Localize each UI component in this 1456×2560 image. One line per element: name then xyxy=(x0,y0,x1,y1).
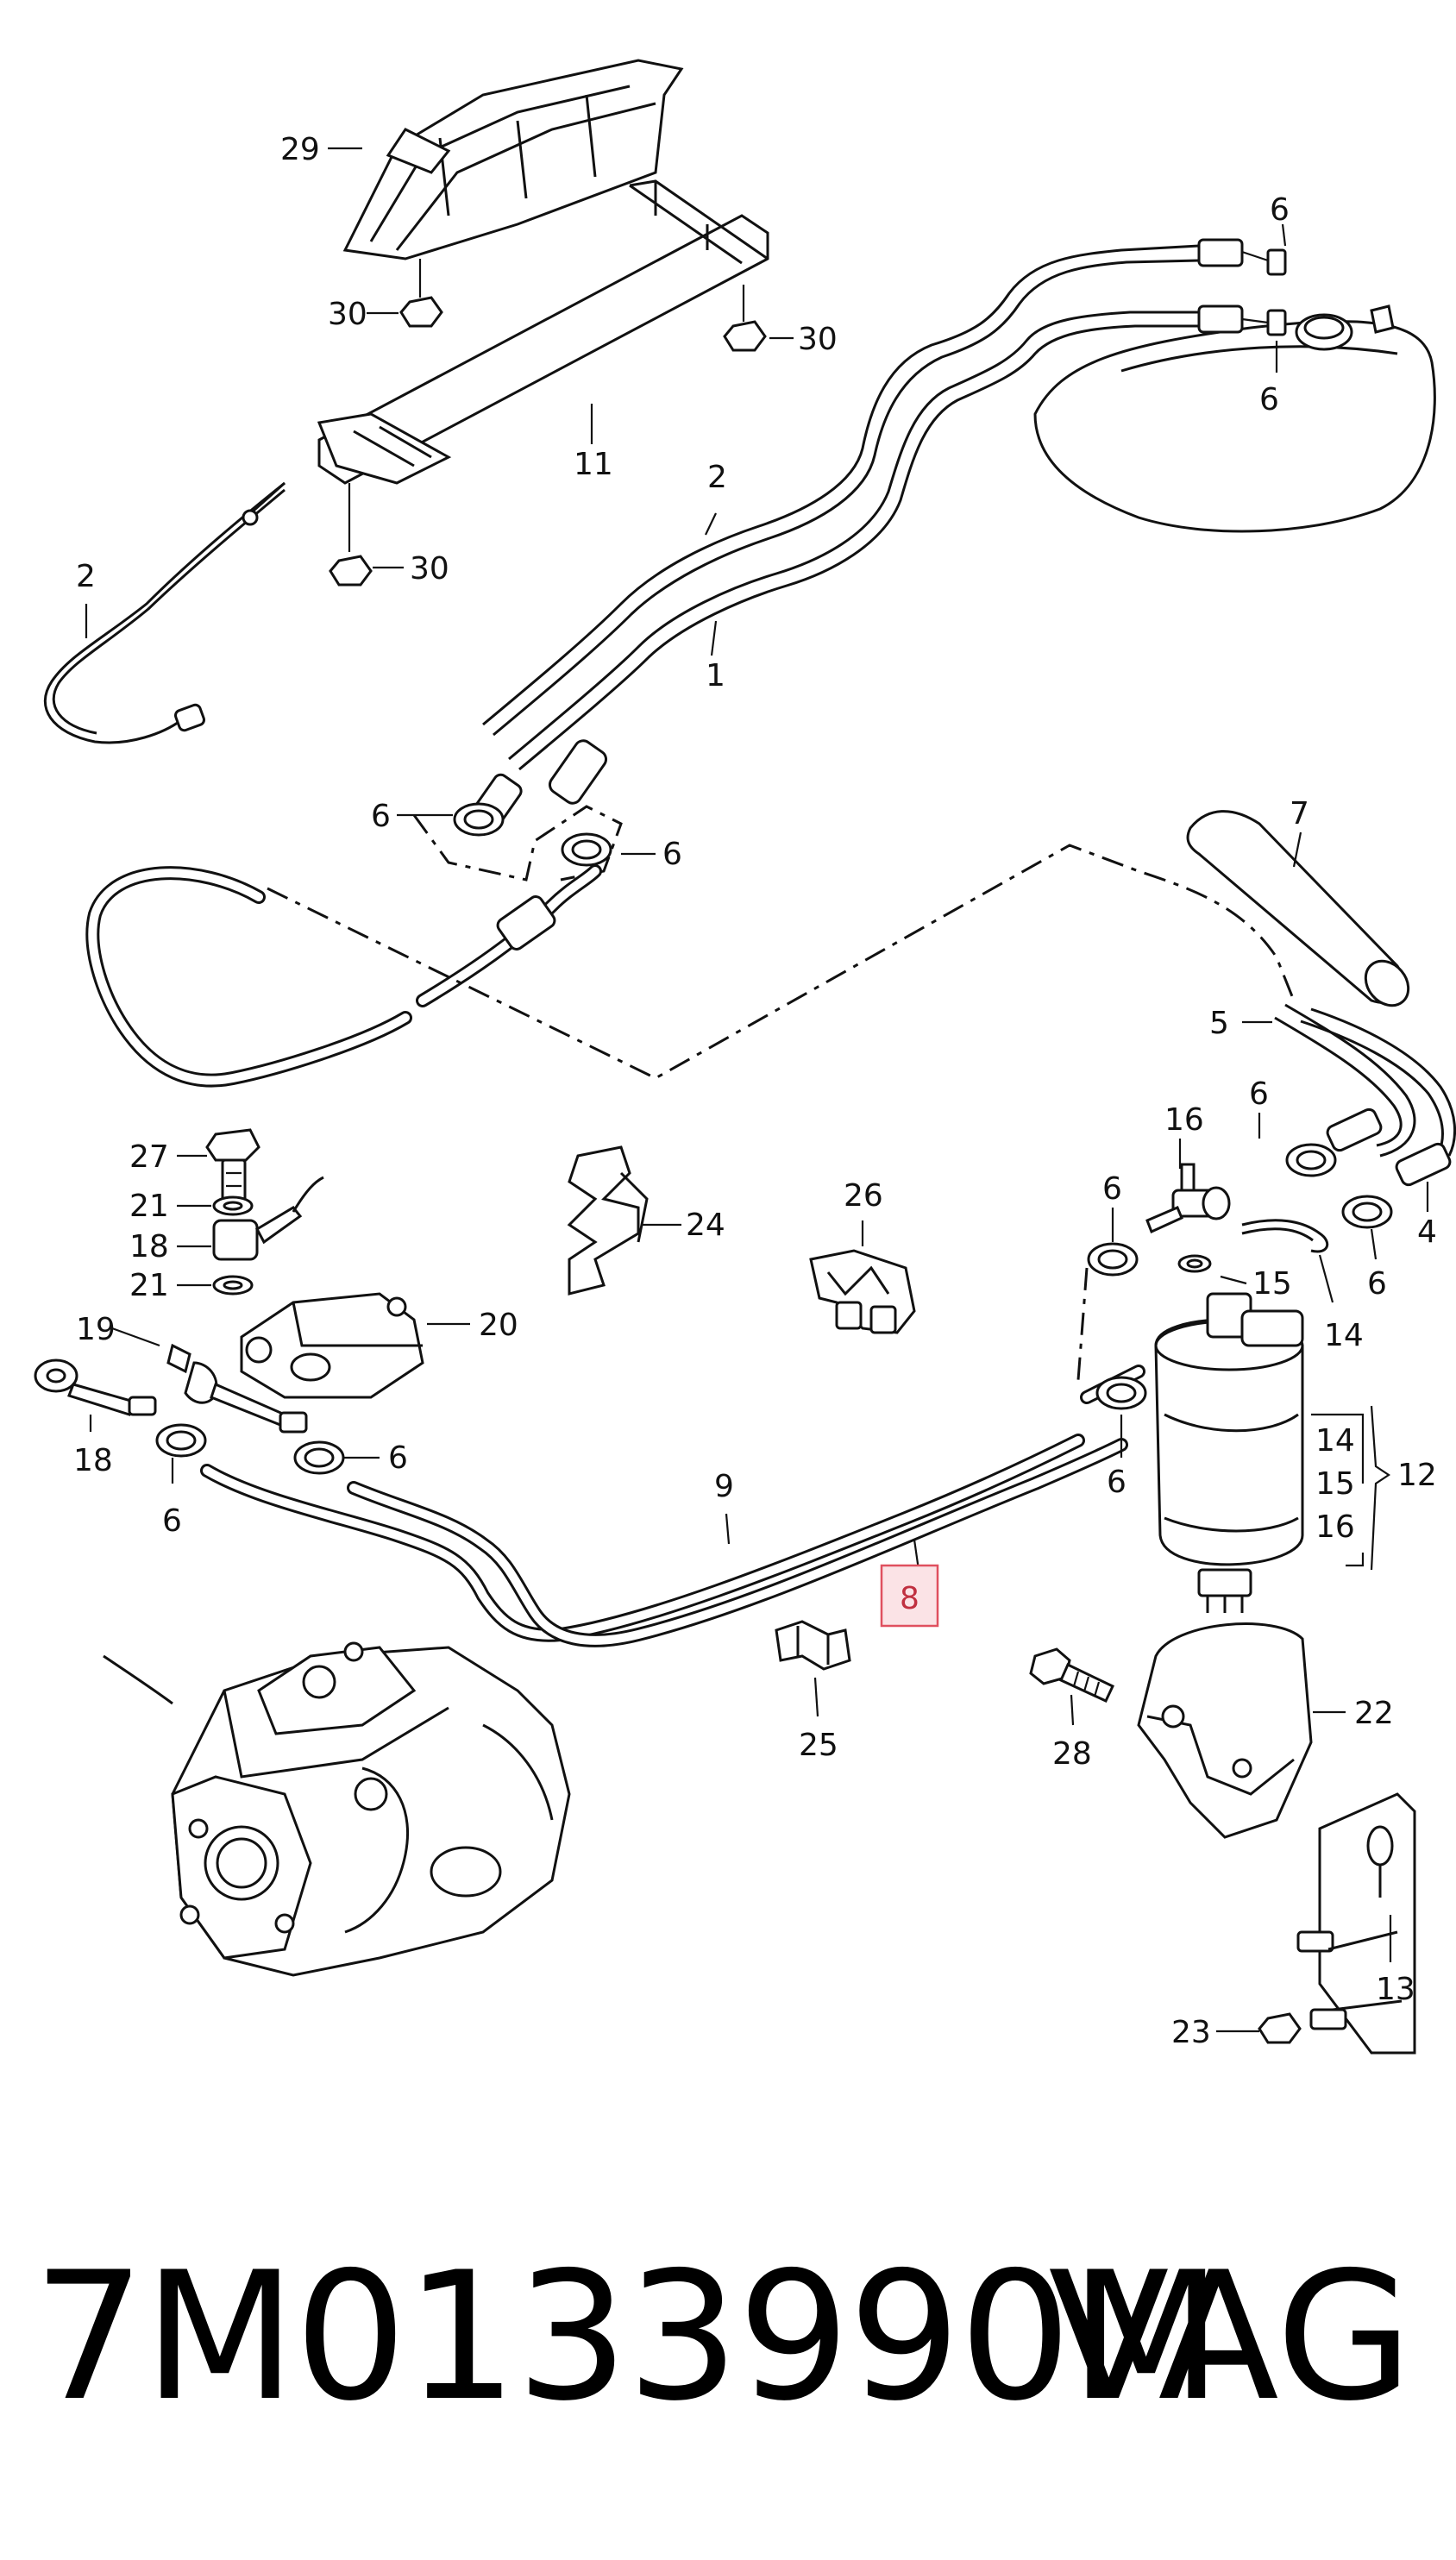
callout-6-lower-mid: 6 xyxy=(388,1440,408,1476)
callout-15: 15 xyxy=(1252,1266,1292,1302)
banjo-fitting-18-lower xyxy=(34,1358,157,1416)
leader-lines xyxy=(85,147,1429,2033)
callout-24: 24 xyxy=(686,1208,725,1243)
hose-clamp-6-upper-right xyxy=(561,832,612,867)
callout-27: 27 xyxy=(129,1139,169,1175)
callout-6-filter-lower: 6 xyxy=(1107,1465,1127,1500)
callout-26: 26 xyxy=(844,1178,883,1214)
callout-22: 22 xyxy=(1354,1696,1394,1731)
callout-30-b: 30 xyxy=(798,322,838,357)
hose-clamp-6-filter-upper xyxy=(1087,1242,1139,1277)
callout-1: 1 xyxy=(706,658,725,693)
callout-21-upper: 21 xyxy=(129,1189,169,1224)
mounting-bracket-29 xyxy=(342,59,684,260)
callout-18-upper: 18 xyxy=(129,1229,169,1264)
callout-6-top-b: 6 xyxy=(1259,382,1279,417)
injection-pump xyxy=(103,1641,571,1977)
washer-15 xyxy=(1177,1254,1212,1273)
callout-7: 7 xyxy=(1290,796,1309,831)
hose-clamp-6-lower-mid xyxy=(293,1440,345,1475)
banjo-bolt-27 xyxy=(205,1128,260,1205)
fuel-hose-lower-loop xyxy=(85,844,1296,1088)
hose-clamp-6-lower-left xyxy=(155,1423,207,1458)
washer-21-upper xyxy=(212,1195,254,1216)
hose-clamp-6-filter-lower xyxy=(1095,1376,1147,1410)
callout-6-upper-left: 6 xyxy=(371,799,391,834)
hose-clamp-6-right-b xyxy=(1341,1195,1393,1229)
callout-2-left: 2 xyxy=(76,559,96,594)
callout-6-right-a: 6 xyxy=(1249,1076,1269,1112)
callout-23: 23 xyxy=(1171,2015,1211,2050)
callout-29: 29 xyxy=(280,132,320,167)
callout-19: 19 xyxy=(76,1312,116,1347)
callout-30-c: 30 xyxy=(410,551,449,587)
callout-30-a: 30 xyxy=(328,297,367,332)
callout-labels: 29 30 30 30 11 6 6 2 2 1 6 6 7 5 27 21 1… xyxy=(73,132,1437,2050)
line-clip-24 xyxy=(567,1145,649,1296)
callout-6-lower-left: 6 xyxy=(162,1503,182,1539)
washer-21-lower xyxy=(212,1275,254,1296)
fuel-line-9 xyxy=(200,1434,1085,1642)
hose-clamp-6-upper-left xyxy=(453,802,505,837)
callout-21-lower: 21 xyxy=(129,1268,169,1303)
fuel-valve-20 xyxy=(240,1292,424,1399)
nut-30-top-left xyxy=(399,259,443,328)
mounting-plate-13 xyxy=(1296,1792,1416,2055)
callout-14-small: 14 xyxy=(1324,1318,1364,1353)
callout-25: 25 xyxy=(799,1728,838,1763)
callout-9: 9 xyxy=(714,1469,734,1504)
callout-12: 12 xyxy=(1397,1458,1437,1493)
callout-6-right-b: 6 xyxy=(1367,1266,1387,1302)
line-guide-right xyxy=(1076,1267,1089,1381)
nut-30-mid xyxy=(723,285,767,352)
nut-23 xyxy=(1258,2012,1302,2044)
callout-8-highlighted: 8 xyxy=(900,1581,919,1616)
banjo-fitting-18-upper xyxy=(212,1176,324,1261)
callout-14-filter: 14 xyxy=(1315,1423,1355,1459)
line-clip-25 xyxy=(775,1620,851,1671)
callout-16: 16 xyxy=(1164,1102,1204,1138)
fuel-line-8 xyxy=(347,1365,1145,1647)
hose-14-small xyxy=(1241,1219,1329,1253)
callout-15-filter: 15 xyxy=(1315,1466,1355,1502)
hose-clamp-6-right-a xyxy=(1285,1143,1337,1177)
bracket-rail-11 xyxy=(317,179,769,552)
callout-28: 28 xyxy=(1052,1736,1092,1772)
callout-13: 13 xyxy=(1376,1972,1415,2007)
callout-6-filter-upper: 6 xyxy=(1102,1171,1122,1207)
brand-name: VAG xyxy=(1048,2235,1413,2440)
highlight-box-8 xyxy=(880,1564,939,1628)
callout-20: 20 xyxy=(479,1308,518,1343)
sensor-wire-2 xyxy=(43,481,286,744)
callout-6-upper-right: 6 xyxy=(662,837,682,872)
banjo-bolt-19 xyxy=(166,1343,308,1434)
fuel-line-5-4 xyxy=(1274,1003,1456,1187)
hose-7 xyxy=(1186,810,1410,1007)
callout-16-filter: 16 xyxy=(1315,1509,1355,1545)
line-clip-26 xyxy=(809,1249,916,1334)
callout-4: 4 xyxy=(1417,1214,1437,1250)
fuel-filter-12 xyxy=(1154,1292,1304,1613)
nut-30-bottom xyxy=(329,555,373,587)
callout-5: 5 xyxy=(1209,1006,1229,1041)
callout-18-lower: 18 xyxy=(73,1443,113,1478)
fuel-lines-1-2-upper xyxy=(473,238,1287,827)
fuel-tank xyxy=(1033,304,1436,533)
callout-2-mid: 2 xyxy=(707,460,727,495)
part-number: 7M0133990M xyxy=(33,2235,1222,2440)
check-valve-16 xyxy=(1145,1163,1231,1234)
filter-bracket-22 xyxy=(1137,1622,1313,1839)
callout-6-top-a: 6 xyxy=(1270,192,1290,228)
clamp-position-guide xyxy=(412,805,623,882)
bolt-28 xyxy=(1029,1647,1114,1703)
callout-11: 11 xyxy=(574,447,613,482)
